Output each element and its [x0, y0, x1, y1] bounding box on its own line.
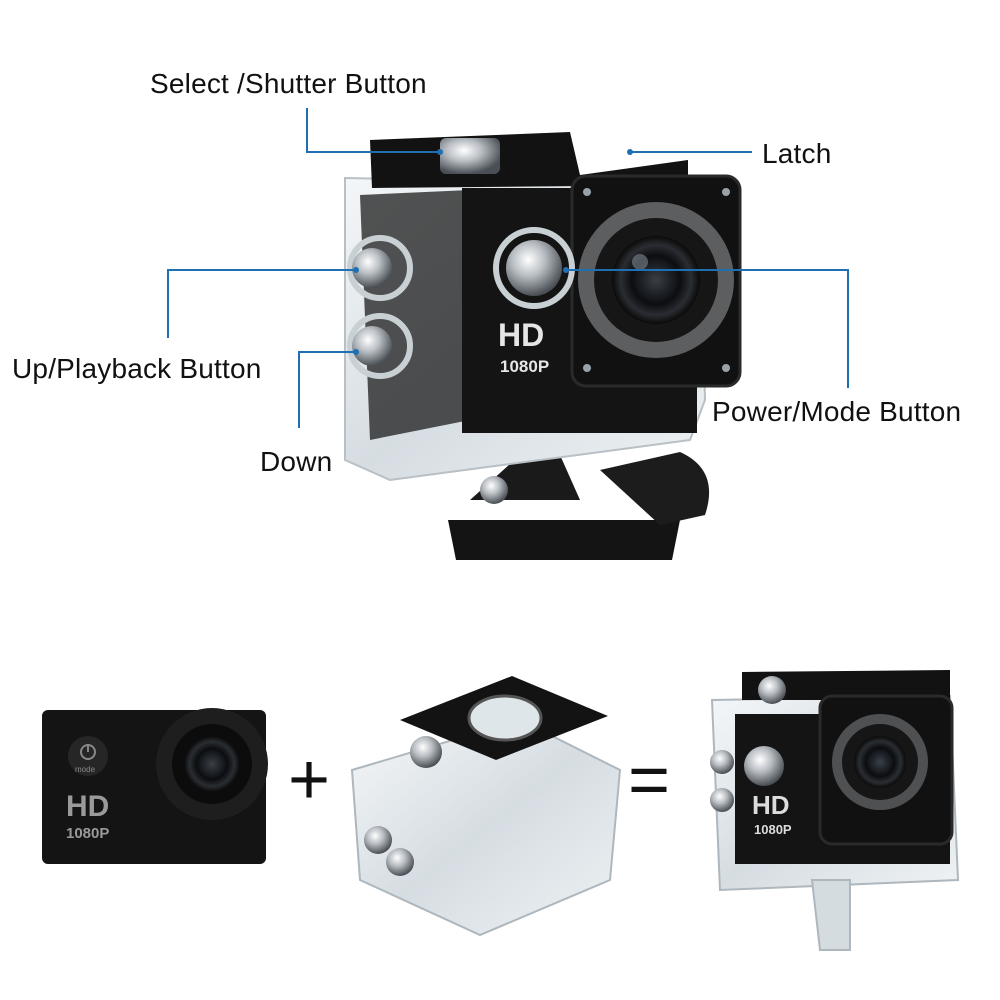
main-hd-text: HD [498, 317, 544, 353]
equals-sign: = [628, 740, 671, 820]
bare-hd-text: HD [66, 790, 109, 823]
up-playback-button-label: Up/Playback Button [12, 353, 262, 384]
up-leader-line [167, 269, 356, 338]
assembled-resolution-text: 1080P [754, 822, 792, 837]
mode-text: mode [75, 765, 96, 774]
down-button-label: Down [260, 446, 333, 477]
assembled-camera: HD 1080P [710, 670, 960, 951]
latch-label: Latch [762, 138, 832, 169]
shutter-leader-line [306, 108, 440, 153]
empty-housing [350, 676, 622, 937]
down-leader-line [298, 351, 356, 428]
plus-sign: + [288, 740, 331, 820]
assembled-hd-text: HD [752, 790, 790, 820]
bare-resolution-text: 1080P [66, 825, 109, 842]
main-resolution-text: 1080P [500, 357, 549, 376]
power-mode-button-label: Power/Mode Button [712, 396, 962, 427]
main-camera: HD 1080P [344, 132, 742, 560]
bare-camera: mode HD 1080P [42, 708, 268, 864]
shutter-button-label: Select /Shutter Button [150, 68, 427, 99]
power-leader-line [566, 269, 849, 388]
callout-lines [167, 108, 849, 428]
